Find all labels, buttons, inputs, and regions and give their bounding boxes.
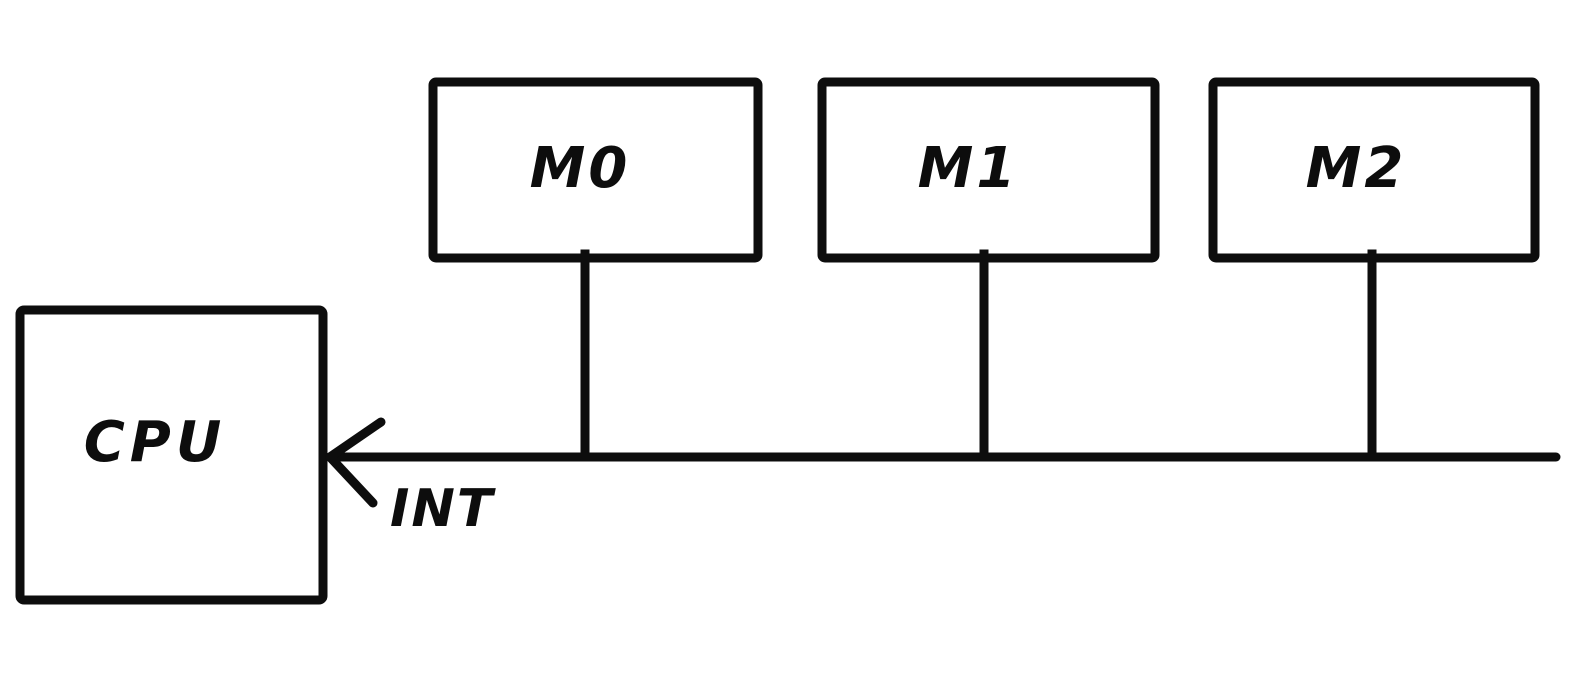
node-m1[interactable]: M1 — [817, 77, 1160, 263]
cpu-box — [15, 305, 328, 605]
arrow-head-icon — [325, 417, 386, 508]
node-cpu[interactable]: CPU — [15, 305, 328, 605]
node-m2[interactable]: M2 — [1208, 77, 1540, 263]
m2-label: M2 — [1306, 136, 1407, 201]
m1-label: M1 — [918, 136, 1019, 201]
cpu-label: CPU — [84, 410, 227, 475]
m0-box — [428, 77, 763, 263]
int-signal-label: INT — [390, 479, 496, 539]
m0-label: M0 — [530, 136, 631, 201]
node-m0[interactable]: M0 — [428, 77, 763, 263]
